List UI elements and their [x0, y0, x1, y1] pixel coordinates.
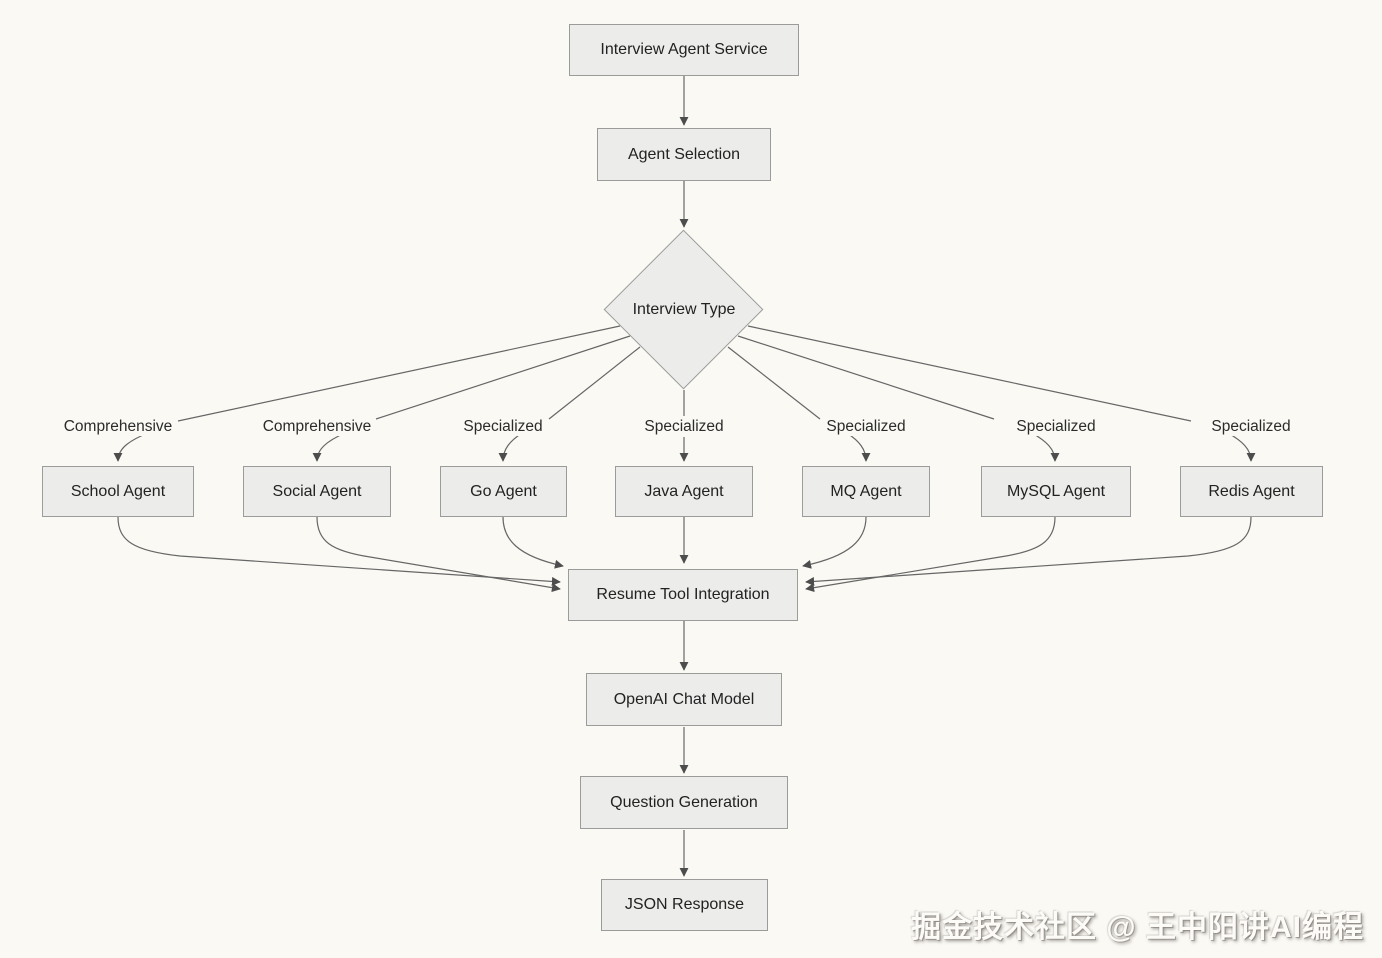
node-go-agent: Go Agent: [440, 466, 567, 517]
edge-hook-school: [113, 432, 149, 462]
edge-mysql-to-resume: [805, 516, 1056, 593]
node-openai-chat-model: OpenAI Chat Model: [586, 673, 782, 726]
edge-label-comprehensive-social: Comprehensive: [258, 418, 376, 436]
node-mq-agent: MQ Agent: [802, 466, 930, 517]
edge-redis-to-resume: [805, 516, 1252, 586]
edge-type-to-redis-line: [747, 325, 1192, 422]
watermark-text: 掘金技术社区 @ 王中阳讲AI编程: [911, 911, 1364, 944]
edge-type-to-mysql-line: [737, 335, 995, 420]
edge-label-specialized-redis: Specialized: [1207, 418, 1295, 436]
node-agent-selection: Agent Selection: [597, 128, 771, 181]
node-question-generation: Question Generation: [580, 776, 788, 829]
edge-social-to-resume: [316, 516, 561, 593]
edge-label-specialized-mq: Specialized: [822, 418, 910, 436]
node-mysql-agent: MySQL Agent: [981, 466, 1131, 517]
node-json-response: JSON Response: [601, 879, 768, 931]
edge-hook-social: [312, 432, 346, 462]
edge-type-to-mq-line: [727, 346, 821, 420]
edge-hook-mysql: [1031, 432, 1060, 462]
edge-hook-redis: [1227, 432, 1256, 462]
edge-label-specialized-mysql: Specialized: [1012, 418, 1100, 436]
edge-hook-go: [498, 432, 523, 462]
node-java-agent: Java Agent: [615, 466, 753, 517]
edge-type-to-go-line: [548, 346, 641, 420]
node-resume-tool-integration: Resume Tool Integration: [568, 569, 798, 621]
node-social-agent: Social Agent: [243, 466, 391, 517]
edge-label-comprehensive-school: Comprehensive: [59, 418, 177, 436]
edge-mq-to-resume: [802, 516, 867, 569]
node-interview-type-label: Interview Type: [632, 301, 736, 318]
node-interview-agent-service: Interview Agent Service: [569, 24, 799, 76]
node-redis-agent: Redis Agent: [1180, 466, 1323, 517]
edge-go-to-resume: [502, 516, 564, 569]
edge-label-specialized-java: Specialized: [640, 418, 728, 436]
edge-label-specialized-go: Specialized: [459, 418, 547, 436]
node-school-agent: School Agent: [42, 466, 194, 517]
edge-school-to-resume: [117, 516, 561, 586]
edge-type-to-school-line: [177, 325, 621, 422]
edge-type-to-social-line: [375, 335, 631, 420]
edge-hook-mq: [846, 432, 871, 462]
